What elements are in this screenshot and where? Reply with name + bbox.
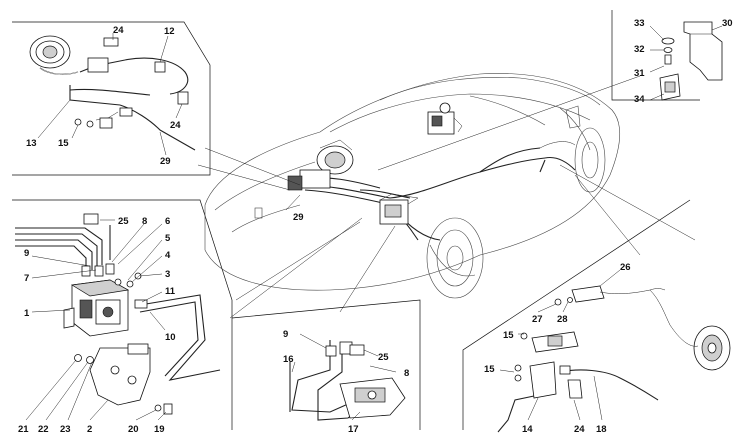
callout-22: 22 <box>38 424 49 435</box>
callout-9-bottom: 9 <box>283 329 288 340</box>
callout-2: 2 <box>87 424 92 435</box>
car-outline <box>204 73 621 299</box>
panel-wheel-sensor <box>497 269 731 433</box>
engine-bay-component <box>427 102 463 135</box>
panel-bracket-assembly <box>649 21 723 101</box>
panel-rear-pipes <box>289 333 406 421</box>
panel-abs-unit <box>15 213 221 421</box>
callout-34: 34 <box>634 94 645 105</box>
wheel-speed-sensor-icon <box>693 325 731 371</box>
callout-31: 31 <box>634 68 645 79</box>
callout-27: 27 <box>532 314 543 325</box>
callout-9-left: 9 <box>24 248 29 259</box>
callout-19: 19 <box>154 424 165 435</box>
callout-10: 10 <box>165 332 176 343</box>
callout-12: 12 <box>164 26 175 37</box>
callout-20: 20 <box>128 424 139 435</box>
callout-24-right: 24 <box>574 424 585 435</box>
main-brake-piping <box>287 102 576 241</box>
callout-16: 16 <box>283 354 294 365</box>
callout-26: 26 <box>620 262 631 273</box>
callout-24-top-left-b: 24 <box>170 120 181 131</box>
panel-borders <box>12 10 700 430</box>
callout-5: 5 <box>165 233 171 244</box>
callout-15-top-left: 15 <box>58 138 69 149</box>
callout-11: 11 <box>165 286 176 297</box>
callout-23: 23 <box>60 424 71 435</box>
callout-7: 7 <box>24 273 29 284</box>
callout-28: 28 <box>557 314 568 325</box>
callout-18: 18 <box>596 424 607 435</box>
callout-6: 6 <box>165 216 170 227</box>
callout-15-right-b: 15 <box>484 364 495 375</box>
callout-29-top-left: 29 <box>160 156 171 167</box>
callout-21: 21 <box>18 424 29 435</box>
callout-25-left: 25 <box>118 216 129 227</box>
callout-13: 13 <box>26 138 37 149</box>
abs-unit-body <box>63 263 130 337</box>
callout-8-left: 8 <box>142 216 147 227</box>
callout-8-bottom: 8 <box>404 368 409 379</box>
callout-32: 32 <box>634 44 645 55</box>
panel-front-brake-hose <box>29 33 196 156</box>
callout-25-bottom: 25 <box>378 352 389 363</box>
callout-17: 17 <box>348 424 359 435</box>
callout-3: 3 <box>165 269 170 280</box>
callout-33: 33 <box>634 18 645 29</box>
leader-lines <box>197 75 696 319</box>
callout-1: 1 <box>24 308 30 319</box>
brake-booster-icon <box>287 139 354 191</box>
callout-30: 30 <box>722 18 733 29</box>
callout-15-right-a: 15 <box>503 330 514 341</box>
abs-modulator-icon <box>379 193 419 225</box>
callout-14: 14 <box>522 424 533 435</box>
callout-29-center: 29 <box>293 212 304 223</box>
callout-24-top-left: 24 <box>113 25 124 36</box>
callout-4: 4 <box>165 250 171 261</box>
callout-labels: 24 12 13 15 24 29 33 30 32 31 34 29 25 8… <box>18 18 733 435</box>
